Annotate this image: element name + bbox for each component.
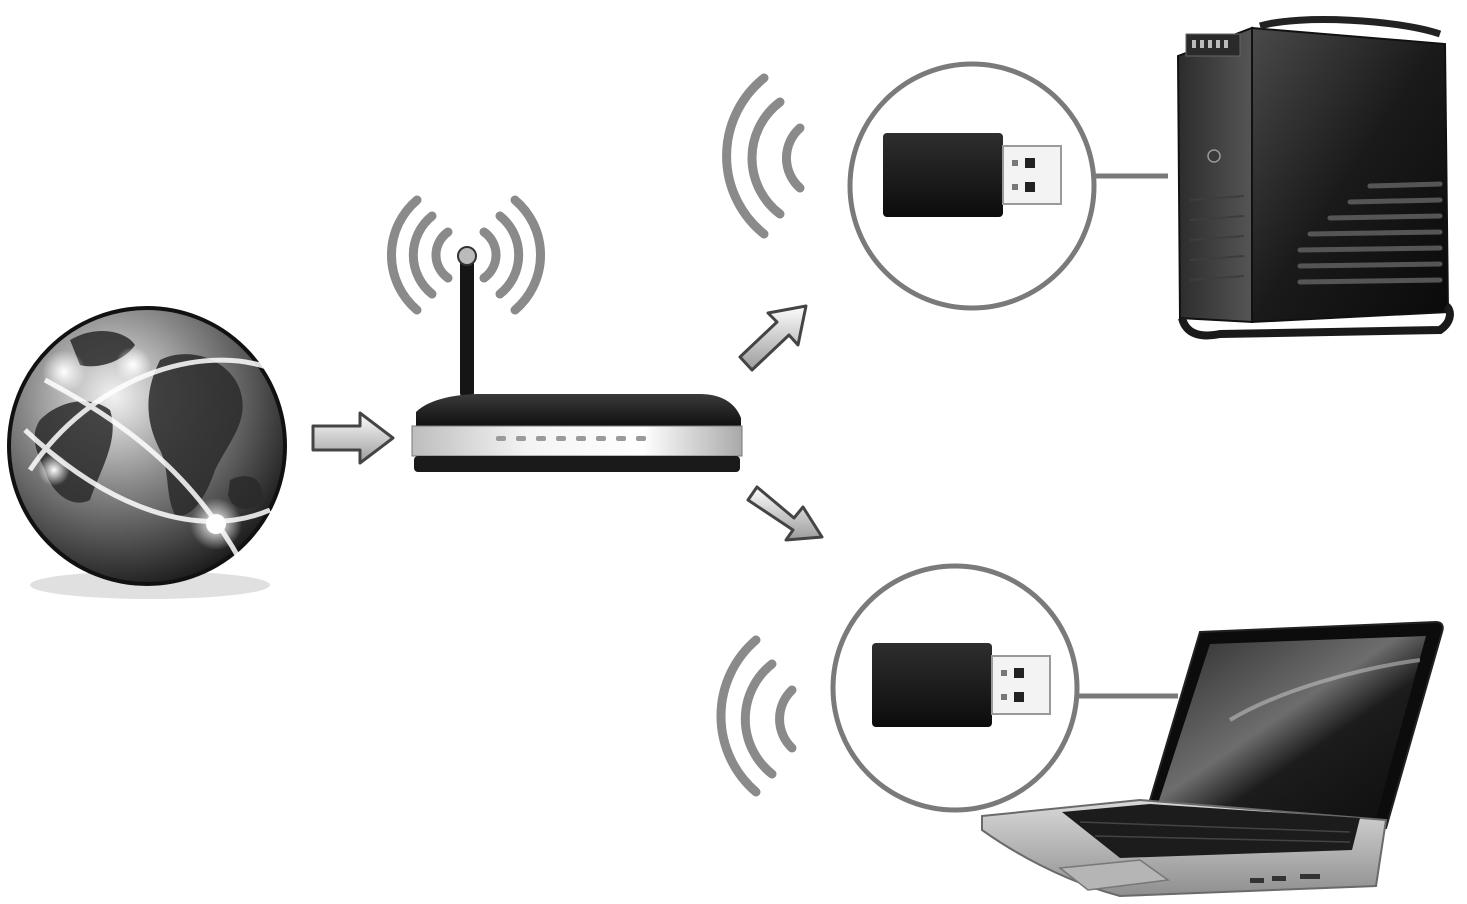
arrow-globe-to-router <box>311 411 395 465</box>
arrow-router-to-laptop <box>746 485 824 542</box>
usb-wifi-adapter-icon <box>883 133 1062 217</box>
globe-icon <box>7 306 287 599</box>
router-signal-waves <box>386 195 546 315</box>
laptop-icon <box>981 620 1444 898</box>
usb-wifi-adapter-icon <box>872 643 1051 727</box>
desktop-tower-pc-icon <box>1176 16 1454 340</box>
desktop-adapter-callout <box>847 61 1097 311</box>
wireless-router-icon <box>386 195 743 472</box>
laptop-adapter-signal-waves <box>716 635 797 797</box>
laptop-adapter-callout <box>830 563 1080 813</box>
desktop-adapter-signal-waves <box>722 73 805 239</box>
arrow-router-to-desktop <box>738 304 808 372</box>
